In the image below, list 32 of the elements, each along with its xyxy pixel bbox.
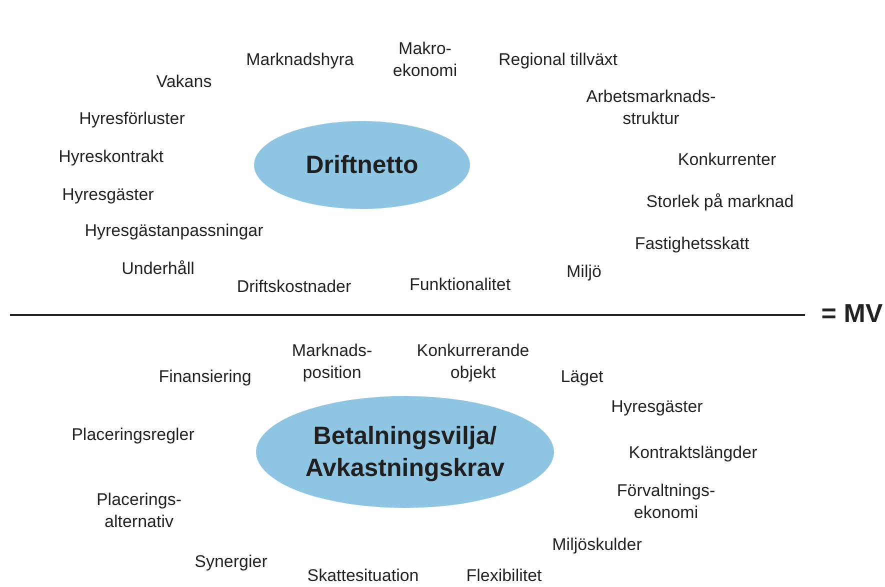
result-label: = MV [821,298,883,328]
factor-label: Förvaltnings- ekonomi [616,480,716,524]
factor-label: Skattesituation [307,565,419,587]
factor-label: Placeringsregler [72,424,194,446]
factor-label: Konkurrerande objekt [416,340,530,384]
node-title: Driftnetto [304,150,420,181]
factor-label: Läget [560,366,604,388]
factor-label: Fastighetsskatt [634,233,750,255]
factor-label: Underhåll [122,258,194,280]
factor-label: Marknadshyra [246,49,354,71]
factor-label: Driftskostnader [236,276,352,298]
factor-label: Miljö [566,261,602,283]
factor-label: Konkurrenter [678,149,776,171]
factor-label: Marknads- position [290,340,374,384]
node-title: Betalningsvilja/ Avkastningskrav [304,421,506,484]
factor-label: Hyresgäster [62,184,154,206]
factor-label: Hyresgästanpassningar [84,220,264,242]
factor-label: Funktionalitet [409,274,511,296]
factor-label: Finansiering [158,366,252,388]
factor-label: Kontraktslängder [628,442,758,464]
factor-label: Hyresgäster [611,396,703,418]
factor-label: Miljöskulder [552,534,642,556]
factor-label: Arbetsmarknads- struktur [585,86,717,130]
factor-label: Hyreskontrakt [58,146,164,168]
factor-label: Hyresförluster [79,108,185,130]
factor-label: Synergier [194,551,268,573]
factor-label: Regional tillväxt [498,49,618,71]
factor-label: Makro- ekonomi [392,38,458,82]
factor-label: Flexibilitet [466,565,542,587]
factor-label: Placerings- alternativ [95,489,183,533]
factor-label: Storlek på marknad [646,191,794,213]
factor-label: Vakans [156,71,212,93]
